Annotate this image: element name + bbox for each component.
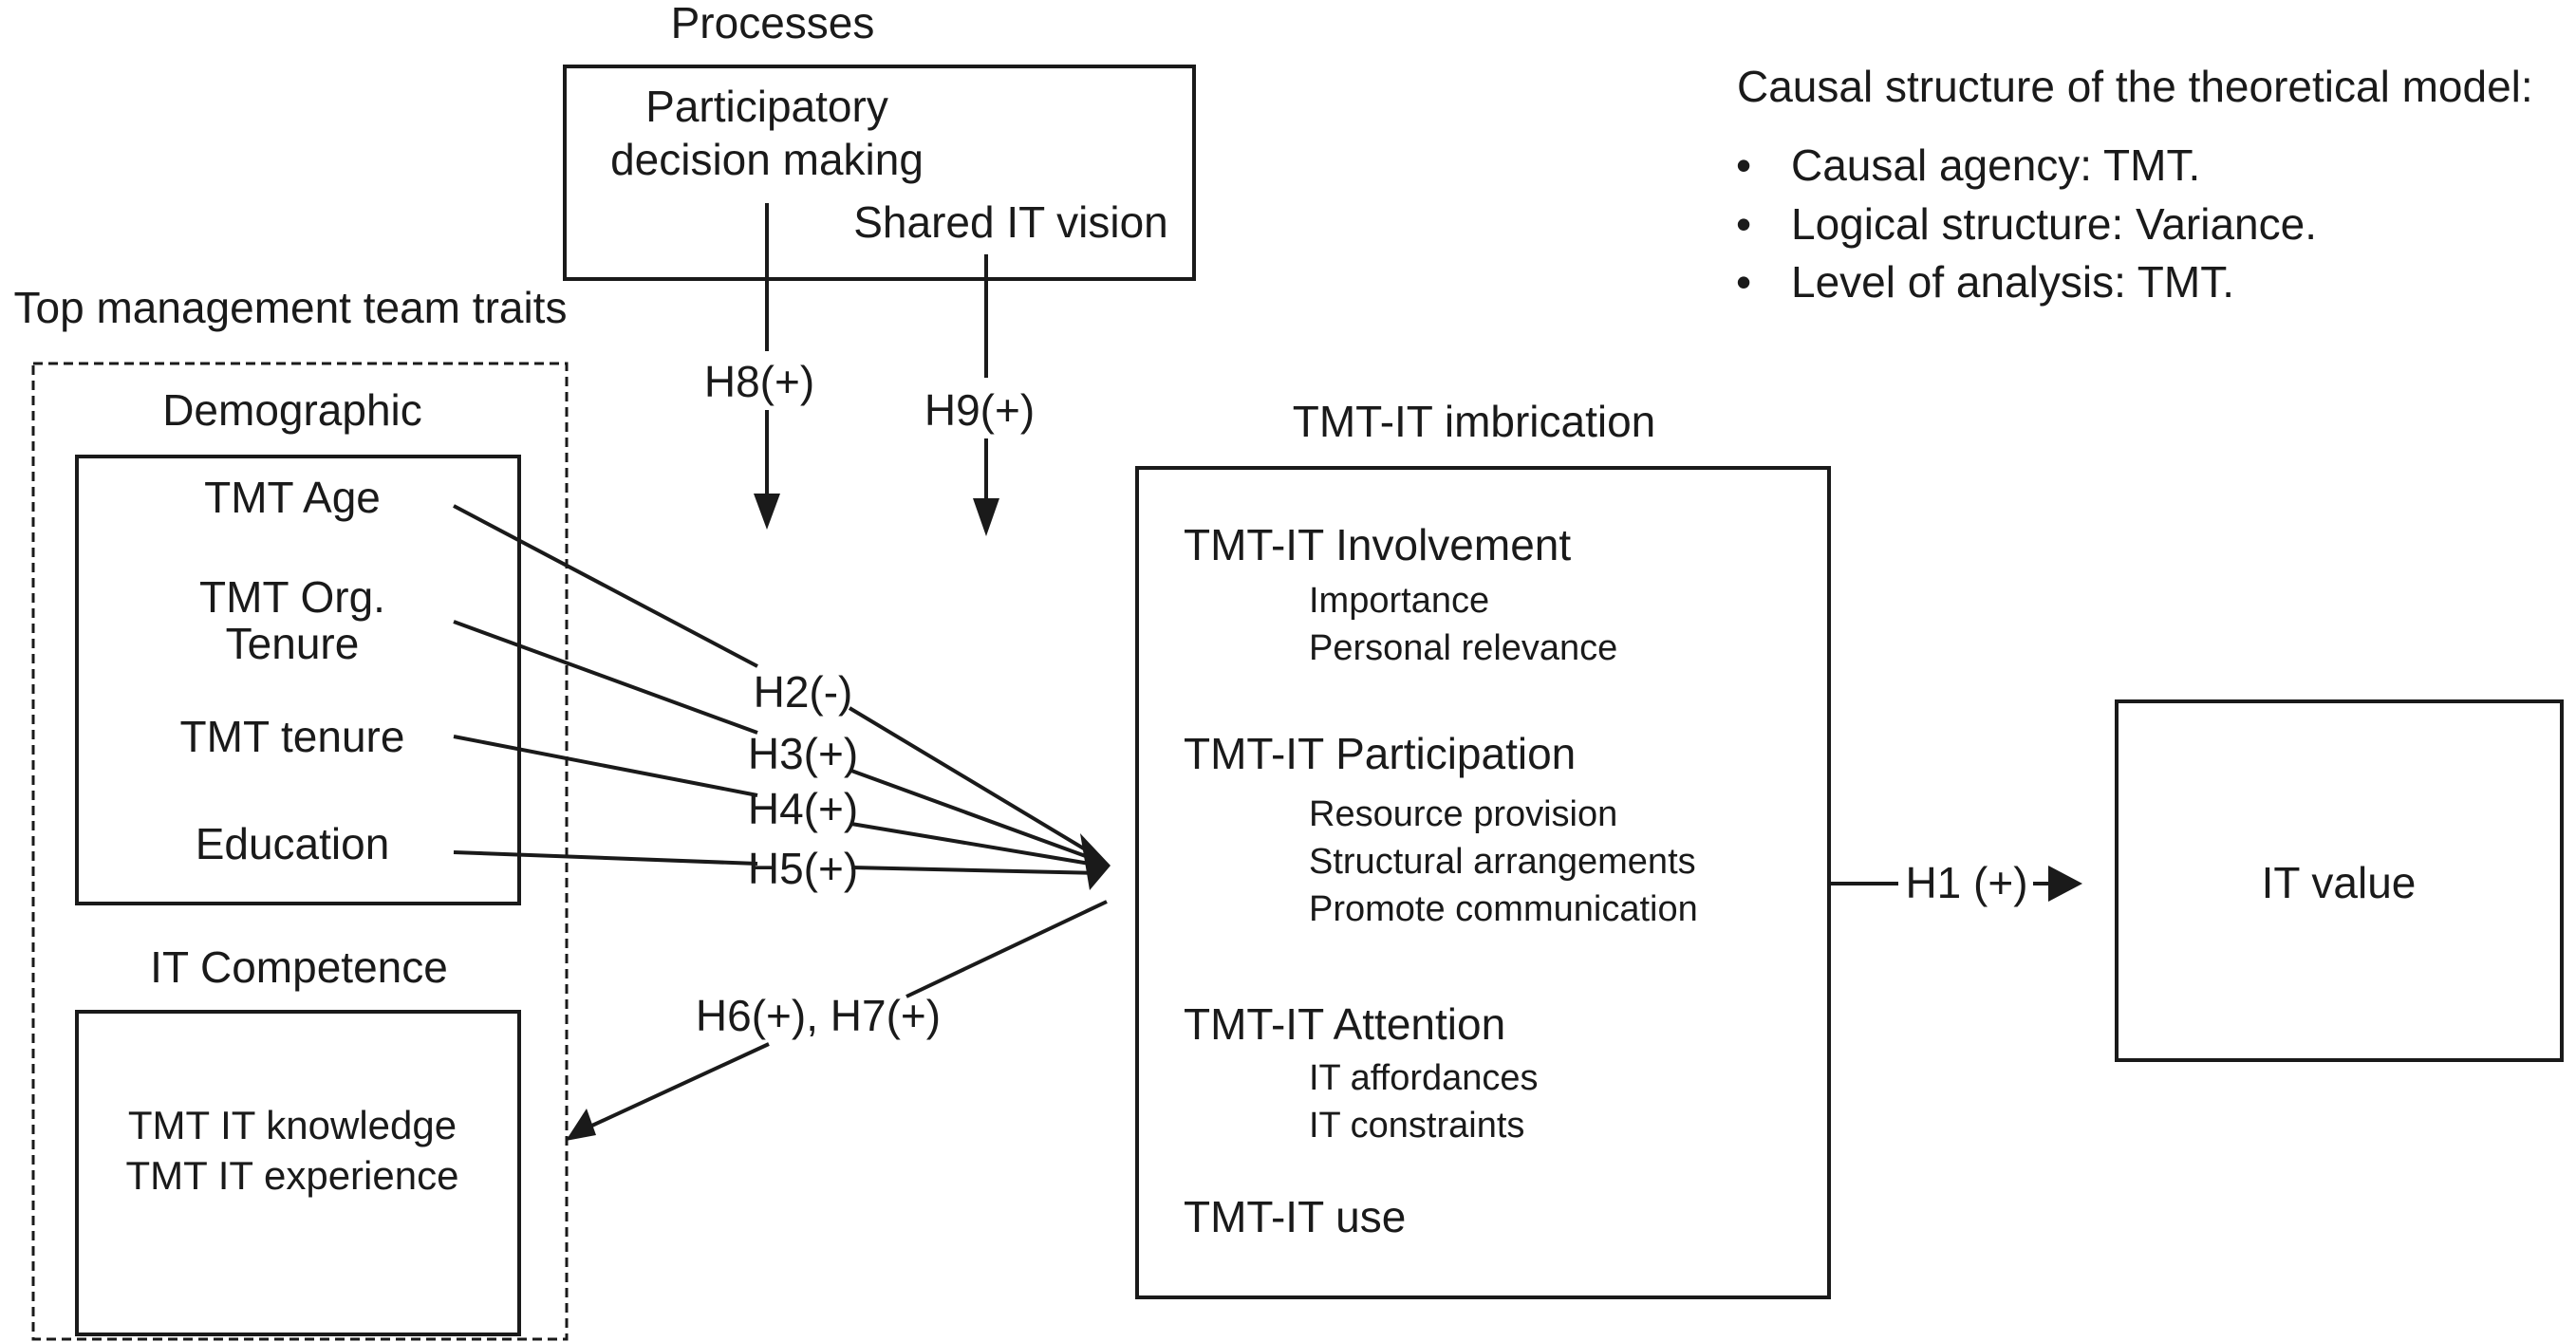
h2-line-out	[848, 706, 1103, 861]
process-participatory-line2: decision making	[610, 135, 924, 184]
h4-line-in	[453, 735, 758, 797]
h4-line-out	[850, 822, 1102, 867]
imbrication-participation-item: Resource provision	[1309, 794, 1617, 834]
causal-structure-item: Causal agency: TMT.	[1791, 140, 2200, 190]
tmt-traits-dashed-box	[31, 362, 569, 1341]
h1-label: H1 (+)	[1905, 858, 2027, 907]
imbrication-attention-item: IT constraints	[1309, 1106, 1524, 1146]
h2-h5-arrowhead-icon	[1080, 833, 1111, 890]
h6-h7-label: H6(+), H7(+)	[696, 991, 941, 1040]
demographic-tmt-age: TMT Age	[204, 473, 381, 522]
bullet-icon: •	[1736, 257, 1751, 307]
imbrication-attention-heading: TMT-IT Attention	[1184, 999, 1505, 1049]
h2-line-in	[453, 504, 758, 668]
causal-structure-title: Causal structure of the theoretical mode…	[1737, 62, 2533, 111]
h3-label: H3(+)	[748, 729, 858, 778]
h6-h7-arrowhead-icon	[566, 1109, 596, 1141]
demographic-tmt-tenure: TMT tenure	[180, 712, 405, 761]
demographic-box	[75, 455, 521, 905]
imbrication-involvement-heading: TMT-IT Involvement	[1184, 520, 1571, 569]
bullet-icon: •	[1736, 140, 1751, 190]
demographic-tmt-org-line2: Tenure	[226, 619, 360, 668]
h4-label: H4(+)	[748, 784, 858, 833]
imbrication-attention-item: IT affordances	[1309, 1058, 1539, 1098]
imbrication-participation-item: Promote communication	[1309, 889, 1698, 929]
tmt-traits-title: Top management team traits	[14, 283, 568, 332]
h5-label: H5(+)	[748, 844, 858, 893]
h9-arrowhead-icon	[973, 498, 999, 536]
process-participatory-line1: Participatory	[645, 82, 888, 131]
bullet-icon: •	[1736, 199, 1751, 249]
processes-title: Processes	[671, 0, 875, 47]
demographic-title: Demographic	[162, 385, 422, 435]
h6-h7-line-lower	[583, 1042, 770, 1131]
demographic-tmt-org-line1: TMT Org.	[199, 572, 385, 622]
demographic-education: Education	[196, 819, 390, 868]
h6-h7-line-upper	[905, 900, 1108, 998]
imbrication-involvement-item: Importance	[1309, 581, 1489, 621]
h5-line-in	[453, 850, 758, 866]
causal-structure-item: Level of analysis: TMT.	[1791, 257, 2234, 307]
imbrication-participation-heading: TMT-IT Participation	[1184, 729, 1576, 778]
it-competence-experience: TMT IT experience	[126, 1153, 459, 1198]
h3-line-out	[850, 769, 1102, 864]
process-shared-it-vision: Shared IT vision	[853, 197, 1168, 247]
imbrication-involvement-item: Personal relevance	[1309, 628, 1617, 668]
imbrication-title: TMT-IT imbrication	[1293, 397, 1656, 446]
it-competence-box	[75, 1010, 521, 1336]
imbrication-use-heading: TMT-IT use	[1184, 1192, 1406, 1241]
it-value-box	[2115, 699, 2564, 1062]
it-competence-title: IT Competence	[150, 942, 448, 992]
h8-label: H8(+)	[704, 357, 814, 406]
h9-label: H9(+)	[924, 385, 1035, 435]
causal-structure-item: Logical structure: Variance.	[1791, 199, 2317, 249]
h5-line-out	[850, 866, 1102, 875]
processes-box	[563, 65, 1196, 281]
h1-arrowhead-icon	[2048, 866, 2082, 902]
it-value-label: IT value	[2262, 858, 2417, 907]
it-competence-knowledge: TMT IT knowledge	[128, 1103, 457, 1147]
imbrication-participation-item: Structural arrangements	[1309, 842, 1696, 882]
h2-label: H2(-)	[754, 667, 853, 717]
h3-line-in	[453, 620, 758, 735]
h8-arrowhead-icon	[754, 494, 780, 530]
